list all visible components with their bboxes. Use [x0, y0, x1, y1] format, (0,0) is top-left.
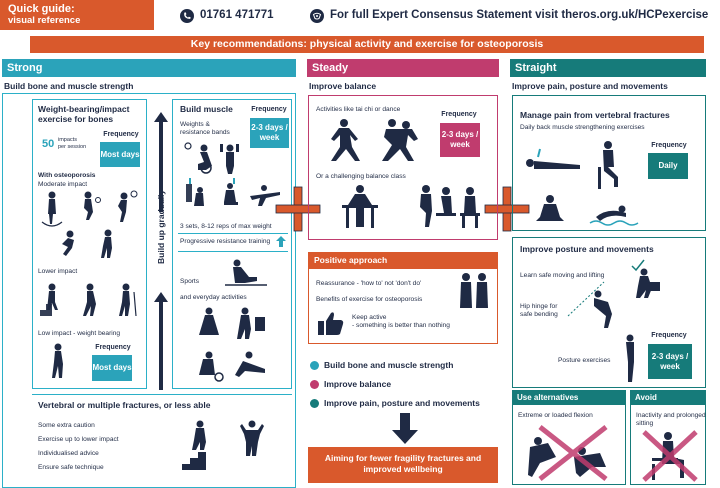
frequency-2-3-days-steady: 2-3 days /week — [440, 123, 480, 157]
walking-figure-icon — [52, 343, 63, 378]
straight-subtitle: Improve pain, posture and movements — [512, 81, 668, 91]
use-alternatives-title: Use alternatives — [512, 390, 626, 405]
lower-impact: Lower impact — [38, 268, 78, 275]
positive-approach-title: Positive approach — [308, 252, 498, 269]
phone-icon — [180, 9, 194, 23]
activities-tai-chi: Activities like tai chi or dance — [316, 106, 401, 113]
frequency-label-bm: Frequency — [251, 106, 287, 113]
frequency-label-wb2: Frequency — [95, 344, 131, 351]
legend-dot — [310, 398, 319, 408]
thumbs-up-icon — [318, 312, 344, 335]
balance-class-figures-icon — [342, 185, 480, 228]
phone-number[interactable]: 01761 471771 — [200, 9, 274, 21]
learn-safe-moving: Learn safe moving and lifting — [520, 272, 605, 279]
avoid-text: Inactivity and prolonged sitting — [636, 412, 706, 427]
avoid-title: Avoid — [630, 390, 706, 405]
moderate-impact: Moderate impact — [38, 181, 88, 188]
straight-header: Straight — [510, 59, 706, 77]
posture-figures-icon — [567, 259, 660, 382]
keep-active: Keep active - something is better than n… — [352, 314, 450, 329]
fracture-item: Some extra caution — [38, 422, 95, 429]
posture-exercises: Posture exercises — [558, 357, 611, 364]
sets-reps: 3 sets, 8-12 reps of max weight — [180, 223, 272, 230]
sports-label: Sports — [180, 278, 200, 285]
fracture-item: Individualised advice — [38, 450, 99, 457]
quick-guide-title: Quick guide: — [8, 3, 75, 15]
frequency-daily: Daily — [648, 153, 688, 179]
strong-header: Strong — [2, 59, 296, 77]
reassurance: Reassurance - 'how to' not 'don't do' — [316, 280, 422, 287]
balance-box — [308, 95, 498, 240]
weight-bearing-title: Weight-bearing/impact exercise for bones — [38, 104, 130, 124]
build-up-arrow-icon — [154, 112, 168, 390]
challenging-balance-class: Or a challenging balance class — [316, 173, 406, 180]
posture-box — [512, 237, 706, 388]
muscle-exercise-figures-icon — [184, 142, 280, 206]
with-osteoporosis: With osteoporosis — [38, 172, 96, 179]
manage-pain-box — [512, 95, 706, 231]
fracture-item: Ensure safe technique — [38, 464, 104, 471]
flexion-crossed-icon — [528, 425, 608, 481]
progressive-arrow-icon — [276, 236, 286, 247]
steady-header: Steady — [307, 59, 499, 77]
impacts-label: impacts per session — [58, 137, 87, 150]
legend-balance: Improve balance — [310, 379, 391, 389]
frequency-label-pain: Frequency — [651, 142, 687, 149]
back-exercise-figures-icon — [526, 141, 639, 226]
hip-hinge: Hip hinge for safe bending — [520, 303, 558, 318]
quick-guide-banner: Quick guide: visual reference — [0, 0, 154, 30]
frequency-label-steady: Frequency — [441, 111, 477, 118]
fractures-divider — [32, 394, 292, 395]
fracture-item: Exercise up to lower impact — [38, 436, 119, 443]
build-up-gradually: Build up gradually — [156, 189, 166, 264]
strong-panel — [2, 93, 296, 488]
key-recommendations-bar: Key recommendations: physical activity a… — [30, 36, 704, 53]
everyday-activities: and everyday activities — [180, 294, 247, 301]
steady-subtitle: Improve balance — [309, 81, 377, 91]
frequency-2-3-days-bm: 2-3 days /week — [250, 118, 289, 148]
legend-posture: Improve pain, posture and movements — [310, 398, 480, 408]
frequency-label-posture: Frequency — [651, 332, 687, 339]
plus-icon — [275, 186, 321, 232]
weight-bearing-box — [32, 99, 147, 389]
frequency-label-wb: Frequency — [103, 131, 139, 138]
weights-bands: Weights & resistance bands — [180, 121, 230, 136]
progressive-training: Progressive resistance training — [180, 238, 271, 245]
quick-guide-subtitle: visual reference — [8, 15, 81, 26]
plus-icon — [484, 186, 530, 232]
sets-divider — [178, 233, 288, 234]
lower-impact-figures-icon — [40, 283, 137, 317]
impacts-number: 50 — [42, 138, 55, 150]
tai-chi-dance-figures-icon — [331, 119, 418, 161]
low-impact-weight-bearing: Low impact - weight bearing — [38, 330, 121, 337]
frequency-2-3-days-posture: 2-3 days /week — [648, 344, 692, 379]
legend-strength: Build bone and muscle strength — [310, 360, 453, 370]
extreme-flexion: Extreme or loaded flexion — [518, 412, 593, 419]
stairs-figures-icon — [182, 420, 264, 470]
aiming-box: Aiming for fewer fragility fractures and… — [308, 447, 498, 483]
website-icon — [310, 9, 324, 23]
sports-everyday-figures-icon — [199, 259, 267, 382]
manage-pain-title: Manage pain from vertebral fractures — [520, 110, 670, 120]
posture-title: Improve posture and movements — [520, 244, 654, 254]
frequency-most-days-2: Most days — [92, 355, 132, 381]
moderate-impact-figures-icon — [41, 190, 138, 258]
daily-back-exercises: Daily back muscle strengthening exercise… — [520, 124, 645, 131]
benefits: Benefits of exercise for osteoporosis — [316, 296, 423, 303]
legend-dot — [310, 360, 319, 370]
consensus-link[interactable]: For full Expert Consensus Statement visi… — [330, 9, 709, 21]
sitting-crossed-icon — [642, 430, 698, 482]
down-arrow-icon — [392, 413, 418, 444]
build-muscle-title: Build muscle — [180, 104, 233, 114]
fractures-title: Vertebral or multiple fractures, or less… — [38, 400, 211, 410]
legend-dot — [310, 379, 319, 389]
frequency-most-days: Most days — [100, 142, 140, 167]
build-muscle-box — [172, 99, 292, 389]
two-people-icon — [460, 273, 488, 308]
strong-subtitle: Build bone and muscle strength — [4, 81, 134, 91]
progressive-divider — [178, 251, 288, 252]
